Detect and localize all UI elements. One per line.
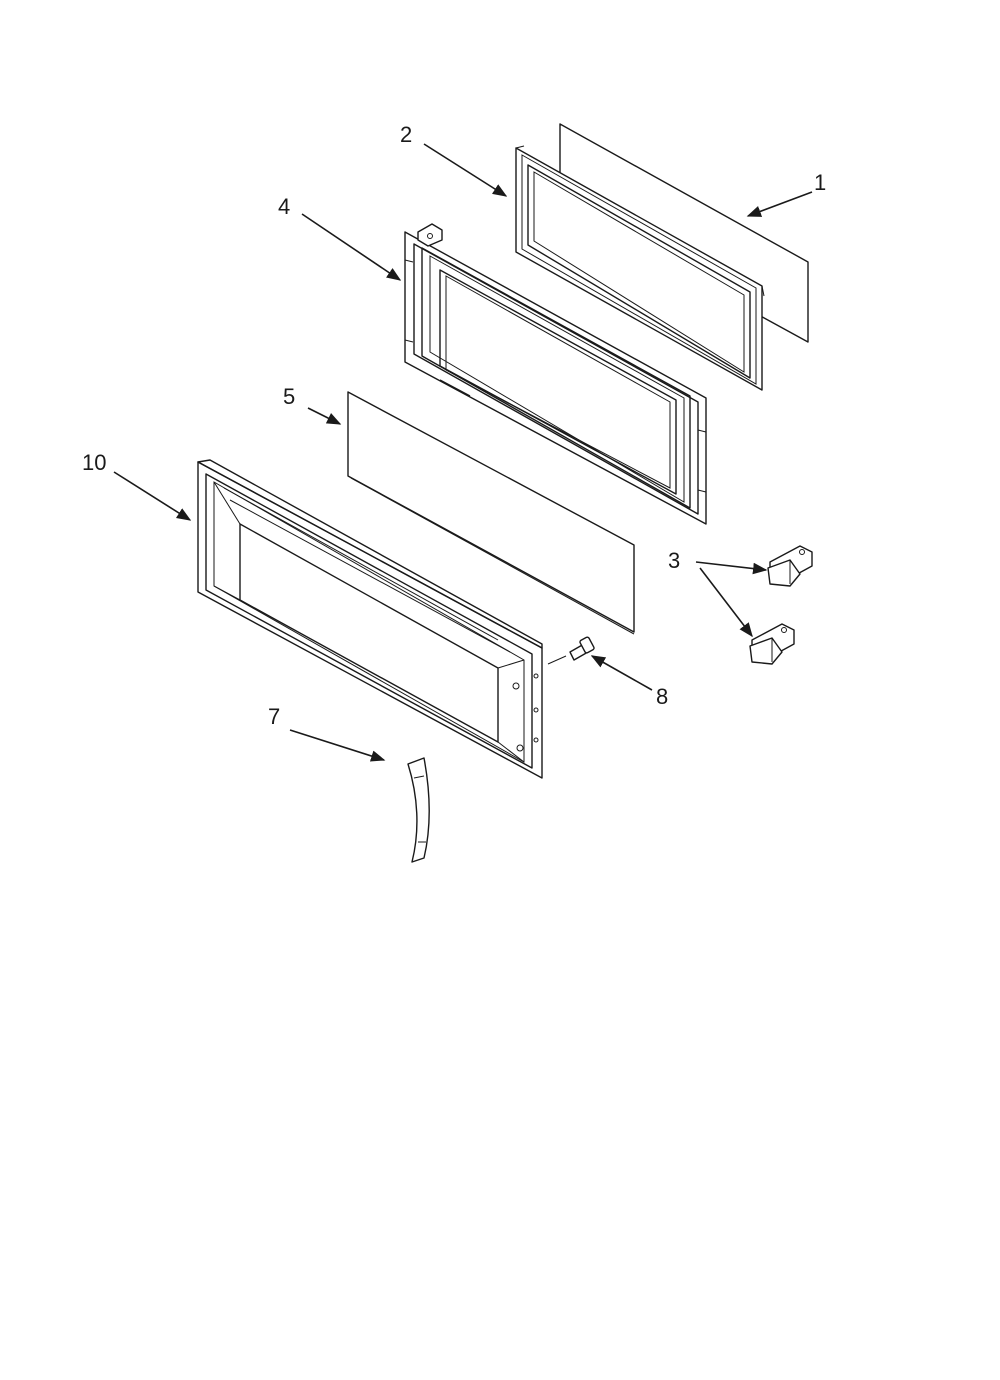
part-8-screw [547,636,595,665]
part-5-glass-panel [347,391,635,635]
callout-part-7: 7 [268,704,280,729]
callout-part-2: 2 [400,122,412,147]
callout-part-5: 5 [283,384,295,409]
part-10-outer-door-frame [197,459,543,779]
leader-part-1 [746,191,813,217]
callout-labels: 1 2 4 5 10 3 8 7 [82,122,826,729]
leader-part-8 [590,655,653,691]
callout-part-10: 10 [82,450,106,475]
part-7-handle [407,757,430,863]
callout-part-8: 8 [656,684,668,709]
leader-part-2 [423,143,508,197]
part-4-inner-door-panel [404,223,707,525]
leader-part-10 [113,471,192,521]
part-3-latch-upper [767,545,813,587]
leader-part-4 [301,213,402,281]
leader-part-3-upper [695,561,768,575]
leader-lines [113,143,813,762]
callout-part-4: 4 [278,194,290,219]
callout-part-1: 1 [814,170,826,195]
part-3-latch-lower [749,623,795,665]
leader-part-3-lower [699,567,753,638]
callout-part-3: 3 [668,548,680,573]
leader-part-5 [307,407,342,425]
leader-part-7 [289,729,386,762]
part-2-gasket-frame [515,145,765,391]
